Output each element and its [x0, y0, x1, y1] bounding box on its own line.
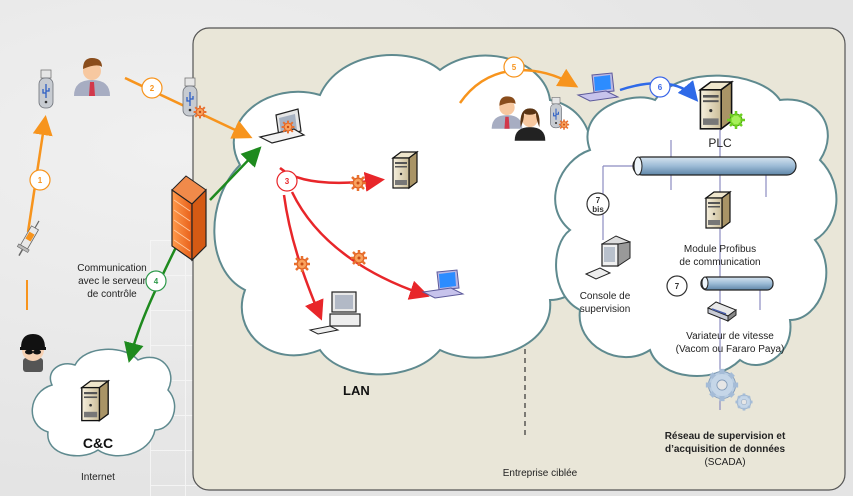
female-user-icon	[514, 108, 546, 141]
attacker-icon	[20, 334, 46, 372]
step-badge-circle	[666, 275, 688, 297]
step-badge-7: 7	[666, 275, 688, 297]
step-badge-circle	[141, 77, 163, 99]
step-badge-2: 2	[141, 77, 163, 99]
usb-drive-icon	[38, 69, 54, 109]
plc-label: PLC	[708, 136, 732, 150]
step-badge-circle	[145, 270, 167, 292]
supervision-console-label: Console de supervision	[570, 290, 640, 316]
step-badge-label: 5	[512, 63, 517, 72]
cc-server-icon	[81, 380, 109, 422]
green-virus-icon	[727, 111, 745, 129]
scada-cloud	[554, 74, 838, 377]
virus-icon	[292, 254, 312, 274]
profibus-bus	[602, 130, 797, 410]
profibus-module-label: Module Profibus de communication	[660, 243, 780, 269]
step-badge-5: 5	[503, 56, 525, 78]
step-badge-4: 4	[145, 270, 167, 292]
label-line: supervision	[579, 304, 631, 315]
label-line: (SCADA)	[704, 457, 746, 468]
lan-label: LAN	[343, 383, 370, 398]
label-line: Variateur de vitesse	[686, 331, 774, 342]
cc-label: C&C	[82, 435, 114, 451]
label-line: Communication	[77, 263, 147, 274]
virus-icon	[349, 248, 369, 268]
label-line: de contrôle	[87, 289, 137, 300]
lan-cloud	[213, 54, 596, 376]
step-badge-label: 1	[38, 176, 43, 185]
label-line: Console de	[579, 291, 631, 302]
step-badge-circle	[276, 170, 298, 192]
step-badge-label: 7	[675, 282, 680, 291]
supervision-console-icon	[584, 235, 632, 280]
virus-icon	[348, 173, 368, 193]
step-badge-3: 3	[276, 170, 298, 192]
label-line: avec le serveur	[78, 276, 146, 287]
lan-server-icon	[392, 151, 418, 189]
label-line: Module Profibus	[683, 244, 757, 255]
scada-network-label: Réseau de supervision et d’acquisition d…	[640, 430, 810, 469]
step-badge-label: 4	[154, 277, 159, 286]
step-badge-label: 7	[596, 196, 601, 205]
step-badge-label: 6	[658, 83, 663, 92]
syringe-icon	[16, 220, 40, 256]
speed-variator-icon	[706, 301, 738, 322]
step-badge-circle	[503, 56, 525, 78]
profibus-module-icon	[705, 191, 731, 229]
arrow-step-4a	[209, 146, 262, 201]
step-badge-circle	[586, 192, 610, 216]
plc-icon	[699, 81, 733, 130]
firewall-icon	[171, 175, 207, 262]
lan-desktop-icon	[308, 291, 361, 335]
step-badge-1: 1	[29, 169, 51, 191]
step-badge-6: 6	[649, 76, 671, 98]
step-badge-label: bis	[592, 205, 604, 214]
arrow-step-4b	[124, 242, 180, 363]
cc-communication-label: Communication avec le serveur de contrôl…	[62, 262, 162, 301]
step-badge-label: 2	[150, 84, 155, 93]
user-icon	[74, 58, 110, 96]
label-line: (Vacom ou Fararo Paya)	[675, 344, 785, 355]
arrow-step-3-laptop	[290, 191, 430, 300]
step-badge-circle	[649, 76, 671, 98]
label-line: d’acquisition de données	[664, 444, 785, 455]
speed-variator-label: Variateur de vitesse (Vacom ou Fararo Pa…	[660, 330, 800, 356]
internet-label: Internet	[81, 472, 115, 483]
enterprise-label: Entreprise ciblée	[502, 468, 578, 479]
label-line: de communication	[679, 257, 761, 268]
label-line: Réseau de supervision et	[664, 431, 786, 442]
step-badge-label: 3	[285, 177, 290, 186]
step-badge-circle	[29, 169, 51, 191]
